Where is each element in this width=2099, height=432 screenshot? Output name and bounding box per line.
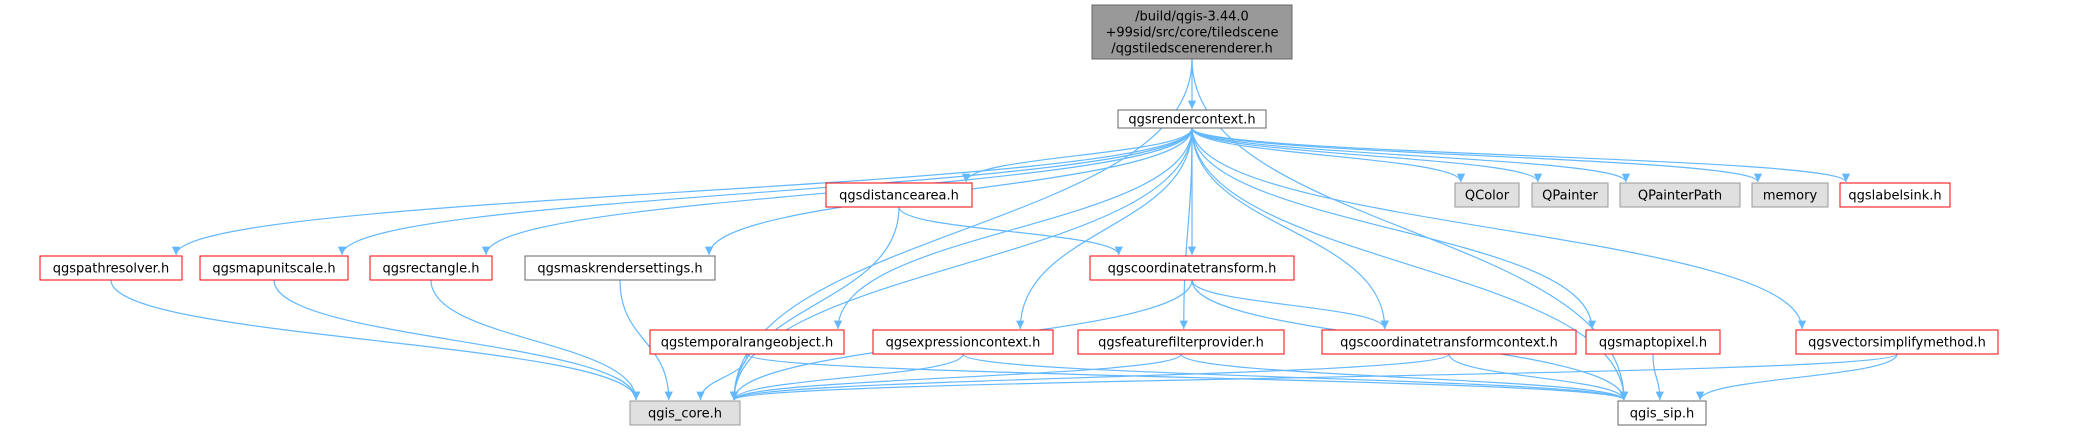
edge-rc-to-memory bbox=[1191, 127, 1763, 183]
node-coordtransform-box bbox=[1089, 255, 1295, 281]
edge-rc-to-expression bbox=[1016, 127, 1193, 330]
node-coordtransformctx-box bbox=[1321, 329, 1577, 355]
node-labelsink-box bbox=[1839, 182, 1951, 208]
edge-pathresolver-to-core bbox=[110, 279, 641, 401]
edge-maptopixel-to-sip bbox=[1652, 353, 1664, 401]
node-featurefilter-label: qgsfeaturefilterprovider.h bbox=[1098, 336, 1264, 351]
edge-coordtransformctx-to-core bbox=[730, 353, 1450, 401]
node-core-box bbox=[629, 400, 741, 426]
node-core-label: qgis_core.h bbox=[648, 407, 722, 422]
node-labelsink[interactable]: qgslabelsink.h bbox=[1839, 182, 1951, 208]
edge-rc-to-distancearea bbox=[961, 127, 1193, 183]
edge-temporal-to-sip bbox=[746, 353, 1628, 401]
edge-featurefilter-to-sip bbox=[1180, 353, 1629, 401]
node-rectangle-box bbox=[369, 255, 493, 281]
node-coordtransformctx[interactable]: qgscoordinatetransformcontext.h bbox=[1321, 329, 1577, 355]
node-coordtransform[interactable]: qgscoordinatetransform.h bbox=[1089, 255, 1295, 281]
node-temporal-label: qgstemporalrangeobject.h bbox=[661, 336, 833, 351]
node-mapunitscale[interactable]: qgsmapunitscale.h bbox=[199, 255, 349, 281]
node-root-label: /build/qgis-3.44.0 bbox=[1135, 10, 1249, 25]
node-maptopixel-label: qgsmaptopixel.h bbox=[1599, 336, 1707, 351]
node-root-label: /qgstiledscenerenderer.h bbox=[1111, 42, 1273, 57]
node-coordtransformctx-label: qgscoordinatetransformcontext.h bbox=[1340, 336, 1558, 351]
node-qpainterpath: QPainterPath bbox=[1619, 182, 1741, 208]
node-maskrender-label: qgsmaskrendersettings.h bbox=[537, 262, 702, 277]
edge-rc-to-qcolor bbox=[1191, 127, 1466, 183]
edge-vectorsimplify-to-sip bbox=[1695, 353, 1898, 401]
node-coordtransform-label: qgscoordinatetransform.h bbox=[1108, 262, 1277, 277]
node-expression[interactable]: qgsexpressioncontext.h bbox=[872, 329, 1054, 355]
edge-rc-to-maptopixel bbox=[1191, 127, 1597, 330]
node-temporal-box bbox=[649, 329, 845, 355]
node-qcolor: QColor bbox=[1454, 182, 1520, 208]
node-maptopixel[interactable]: qgsmaptopixel.h bbox=[1585, 329, 1721, 355]
node-temporal[interactable]: qgstemporalrangeobject.h bbox=[649, 329, 845, 355]
edge-rc-to-coordtransformctx bbox=[1191, 127, 1389, 330]
node-qpainter: QPainter bbox=[1531, 182, 1609, 208]
node-rc[interactable]: qgsrendercontext.h bbox=[1117, 109, 1267, 129]
node-memory-label: memory bbox=[1763, 189, 1818, 204]
node-featurefilter[interactable]: qgsfeaturefilterprovider.h bbox=[1077, 329, 1285, 355]
node-sip-label: qgis_sip.h bbox=[1630, 407, 1694, 422]
node-mapunitscale-label: qgsmapunitscale.h bbox=[212, 262, 335, 277]
edge-rc-to-mapunitscale bbox=[337, 127, 1193, 256]
node-labelsink-label: qgslabelsink.h bbox=[1848, 189, 1941, 204]
edge-coordtransform-to-coordtransformctx bbox=[1191, 279, 1389, 330]
edge-coordtransformctx-to-sip bbox=[1448, 353, 1629, 401]
node-rectangle[interactable]: qgsrectangle.h bbox=[369, 255, 493, 281]
node-distancearea-box bbox=[825, 182, 973, 208]
edge-distancearea-to-coordtransform bbox=[898, 206, 1123, 256]
node-root-label: +99sid/src/core/tiledscene bbox=[1105, 26, 1278, 41]
node-expression-label: qgsexpressioncontext.h bbox=[886, 336, 1041, 351]
edge-temporal-to-core bbox=[696, 353, 748, 401]
node-rc-box bbox=[1117, 109, 1267, 129]
node-core[interactable]: qgis_core.h bbox=[629, 400, 741, 426]
node-memory: memory bbox=[1751, 182, 1829, 208]
node-pathresolver[interactable]: qgspathresolver.h bbox=[39, 255, 183, 281]
node-expression-box bbox=[872, 329, 1054, 355]
edge-rc-to-featurefilter bbox=[1179, 127, 1193, 330]
edge-distancearea-to-core bbox=[729, 206, 900, 401]
edge-rc-to-qpainterpath bbox=[1191, 127, 1631, 183]
edge-vectorsimplify-to-core bbox=[730, 353, 1898, 401]
nodes-layer: /build/qgis-3.44.0+99sid/src/core/tileds… bbox=[39, 4, 1999, 426]
edge-rc-to-qpainter bbox=[1191, 127, 1543, 183]
node-qcolor-box bbox=[1454, 182, 1520, 208]
node-root-box bbox=[1091, 4, 1293, 60]
node-rectangle-label: qgsrectangle.h bbox=[382, 262, 479, 277]
node-pathresolver-box bbox=[39, 255, 183, 281]
node-maptopixel-box bbox=[1585, 329, 1721, 355]
node-pathresolver-label: qgspathresolver.h bbox=[53, 262, 169, 277]
edge-rectangle-to-core bbox=[430, 279, 641, 401]
edge-expression-to-core bbox=[729, 353, 964, 401]
edge-mapunitscale-to-core bbox=[273, 279, 641, 401]
node-sip[interactable]: qgis_sip.h bbox=[1617, 400, 1707, 426]
edge-rc-to-temporal bbox=[833, 127, 1193, 330]
node-qpainterpath-box bbox=[1619, 182, 1741, 208]
node-vectorsimplify[interactable]: qgsvectorsimplifymethod.h bbox=[1795, 329, 1999, 355]
node-sip-box bbox=[1617, 400, 1707, 426]
edge-rc-to-labelsink bbox=[1191, 127, 1850, 183]
node-maskrender-box bbox=[524, 255, 716, 281]
node-vectorsimplify-box bbox=[1795, 329, 1999, 355]
edge-rc-to-vectorsimplify bbox=[1191, 127, 1807, 330]
node-vectorsimplify-label: qgsvectorsimplifymethod.h bbox=[1808, 336, 1986, 351]
node-featurefilter-box bbox=[1077, 329, 1285, 355]
node-rc-label: qgsrendercontext.h bbox=[1128, 113, 1255, 128]
edge-expression-to-sip bbox=[962, 353, 1628, 401]
node-maskrender[interactable]: qgsmaskrendersettings.h bbox=[524, 255, 716, 281]
node-qpainter-label: QPainter bbox=[1542, 189, 1598, 204]
node-distancearea[interactable]: qgsdistancearea.h bbox=[825, 182, 973, 208]
node-qpainter-box bbox=[1531, 182, 1609, 208]
edge-featurefilter-to-core bbox=[729, 353, 1182, 401]
node-qpainterpath-label: QPainterPath bbox=[1638, 189, 1722, 204]
node-distancearea-label: qgsdistancearea.h bbox=[839, 189, 959, 204]
node-root[interactable]: /build/qgis-3.44.0+99sid/src/core/tileds… bbox=[1091, 4, 1293, 60]
edge-rc-to-pathresolver bbox=[171, 127, 1193, 256]
edge-maskrender-to-core bbox=[619, 279, 673, 401]
node-memory-box bbox=[1751, 182, 1829, 208]
node-mapunitscale-box bbox=[199, 255, 349, 281]
node-qcolor-label: QColor bbox=[1465, 189, 1510, 204]
